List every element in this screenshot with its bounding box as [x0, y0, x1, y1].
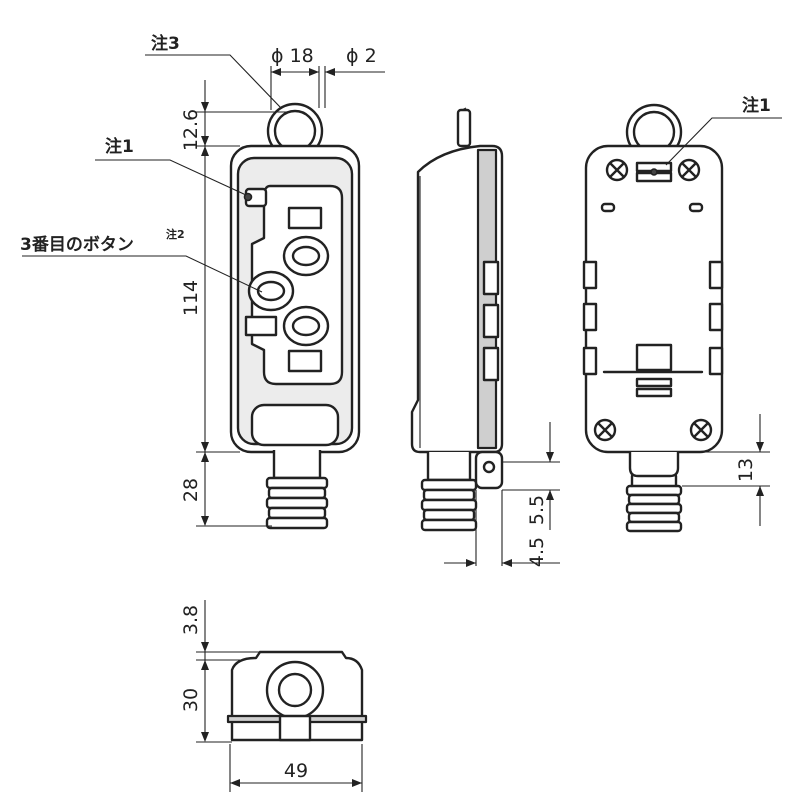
- side-cord-boot: [420, 478, 478, 532]
- back-cord-boot: [625, 484, 683, 533]
- cord-height-dim: 28: [180, 478, 202, 502]
- side-width-dim: 4.5: [526, 537, 548, 567]
- body-height-dim: 114: [180, 280, 202, 316]
- note3-label: 注3: [151, 33, 180, 54]
- screw-bottom-right: [689, 418, 713, 442]
- bottom-width-dim: 49: [284, 760, 308, 782]
- button-label-2: [287, 349, 323, 373]
- side-button-2: [482, 303, 500, 339]
- led-dot: [243, 192, 253, 202]
- side-button-1: [482, 260, 500, 296]
- bottom-view: [226, 650, 368, 742]
- front-view: [229, 102, 361, 530]
- side-view: [410, 107, 504, 532]
- dimension-lines: [22, 54, 782, 792]
- side-ring-tab: [456, 108, 472, 148]
- button-label-3: [244, 315, 278, 337]
- screw-top-left: [605, 158, 629, 182]
- third-button-label: 3番目のボタン: [20, 235, 134, 255]
- back-tab-r3: [708, 346, 724, 376]
- front-cord-neck: [272, 450, 322, 480]
- bottom-clip: [278, 714, 312, 742]
- ring-height-dim: 12.6: [180, 109, 202, 151]
- screw-bottom-left: [593, 418, 617, 442]
- side-hook-hole: [482, 460, 496, 474]
- back-tab-r1: [708, 260, 724, 290]
- side-rail: [476, 148, 498, 450]
- front-bottom-cap: [250, 403, 340, 447]
- side-tab-dim: 5.5: [526, 495, 548, 525]
- labels: 注3 注1 3番目のボタン 注2 注1 ϕ 18 ϕ 2 12.6 114 28…: [20, 33, 771, 782]
- label-plate: [635, 161, 673, 183]
- back-tab-l3: [582, 346, 598, 376]
- back-cord-neck: [628, 452, 680, 478]
- button-1-inner: [291, 245, 321, 267]
- bottom-height-dim: 30: [180, 688, 202, 712]
- ring-diameter-dim: ϕ 18: [271, 45, 314, 67]
- back-slot-right: [688, 202, 704, 213]
- back-tab-l1: [582, 260, 598, 290]
- note1-back-label: 注1: [742, 95, 771, 116]
- back-tab-r2: [708, 302, 724, 332]
- back-tab-l2: [582, 302, 598, 332]
- wire-diameter-dim: ϕ 2: [346, 45, 377, 67]
- side-hook-tab: [474, 450, 504, 490]
- third-button-sup: 注2: [166, 227, 185, 241]
- side-cord-neck: [426, 452, 472, 482]
- back-view: [582, 103, 724, 533]
- bottom-cord-hole: [277, 672, 313, 708]
- button-2-inner: [291, 315, 321, 337]
- bottom-top-dim: 3.8: [180, 605, 202, 635]
- front-cord-boot: [265, 476, 329, 530]
- side-button-3: [482, 346, 500, 382]
- back-cord-dim: 13: [735, 458, 757, 482]
- back-body-outline: [584, 144, 724, 454]
- button-3-inner: [256, 280, 286, 302]
- screw-top-right: [677, 158, 701, 182]
- back-slot-left: [600, 202, 616, 213]
- back-clip: [635, 343, 673, 372]
- note1-front-label: 注1: [105, 136, 134, 157]
- button-label-1: [287, 206, 323, 230]
